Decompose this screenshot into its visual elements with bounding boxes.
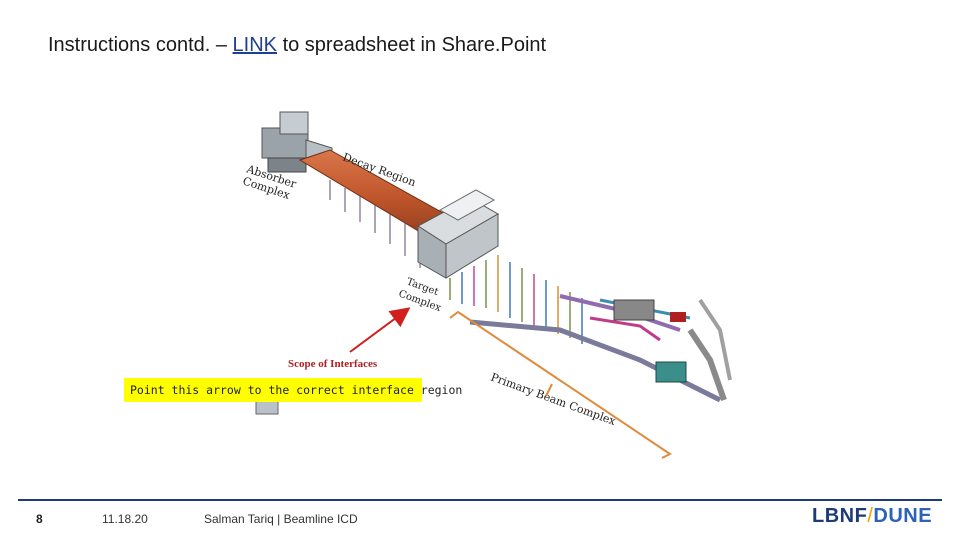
footer-date: 11.18.20 [102,512,148,526]
title-suffix: to spreadsheet in Share.Point [277,34,547,56]
page-number: 8 [36,512,43,526]
primary-beam-bracket-tick [545,383,553,397]
logo-dune: DUNE [873,505,933,527]
logo-slash: / [867,505,874,527]
primary-beam-label: Primary Beam Complex [489,371,618,429]
primary-beam-bracket [449,310,672,459]
scope-of-interfaces-label: Scope of Interfaces [288,358,378,370]
slide-title: Instructions contd. – LINK to spreadshee… [48,34,546,57]
spreadsheet-link[interactable]: LINK [232,34,278,56]
target-building [417,189,500,279]
logo-lbnf: LBNF [812,505,868,527]
lbnf-dune-logo: LBNF/DUNE [812,505,932,528]
footer-author: Salman Tariq | Beamline ICD [204,512,358,526]
pointer-arrow[interactable] [349,307,411,353]
title-prefix: Instructions contd. – [48,34,233,56]
footer-divider [18,499,942,501]
beam-enclosures [613,299,687,383]
instruction-note: Point this arrow to the correct interfac… [124,378,462,402]
